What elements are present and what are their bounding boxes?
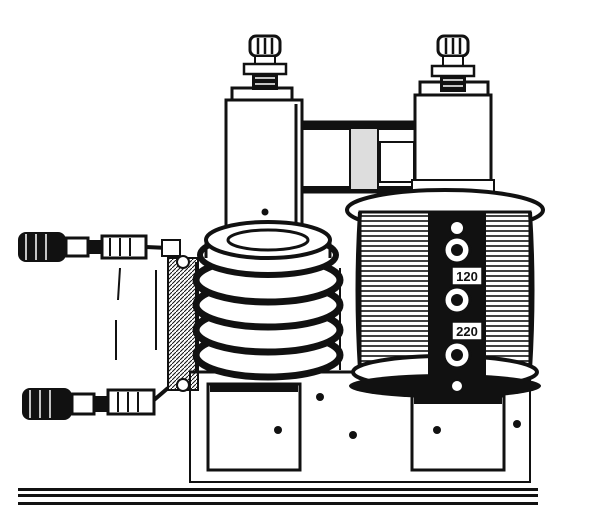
baseline <box>18 488 538 505</box>
right-leg <box>410 394 506 472</box>
right-upright <box>411 80 495 211</box>
upper-binding-post <box>18 232 181 262</box>
back-frame <box>298 120 432 194</box>
lower-binding-post <box>22 386 170 420</box>
connecting-wires <box>115 267 157 360</box>
tap-label-120: 120 <box>456 269 478 284</box>
right-top-knob <box>430 34 476 92</box>
left-leg <box>206 382 302 472</box>
left-upright <box>224 86 304 234</box>
left-coil-turns <box>192 220 344 381</box>
left-top-knob <box>242 34 288 90</box>
tap-panel: 120 220 <box>428 212 486 396</box>
left-terminal-strip <box>167 255 199 392</box>
tap-label-220: 220 <box>456 324 478 339</box>
